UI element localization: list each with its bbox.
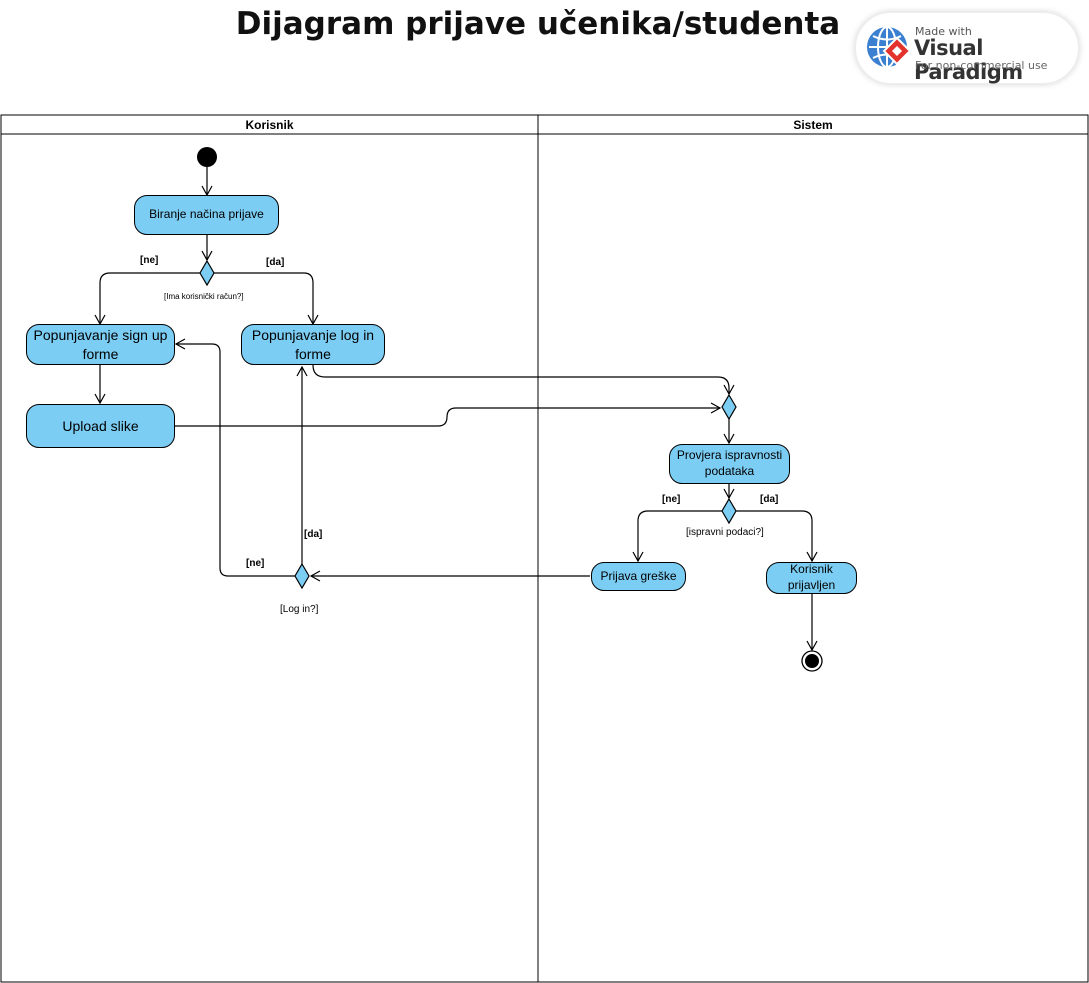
visual-paradigm-badge[interactable]: Made with Visual Paradigm For non-commer… — [855, 12, 1079, 84]
guard-login-no: [ne] — [246, 558, 265, 569]
decision-login — [294, 562, 310, 590]
activity-validate-data-label: Provjera ispravnosti podataka — [676, 448, 783, 478]
activity-upload-image-label: Upload slike — [62, 417, 139, 434]
initial-node — [197, 147, 217, 167]
guard-login-yes: [da] — [304, 529, 323, 540]
flow-has-account-to-login — [214, 272, 319, 326]
merge-node — [721, 393, 737, 421]
condition-login: [Log in?] — [280, 604, 319, 615]
badge-note: For non-commercial use — [915, 59, 1048, 72]
guard-has-account-no: [ne] — [140, 255, 159, 266]
guard-valid-no: [ne] — [662, 494, 681, 505]
flow-login-no-to-signup-form — [174, 338, 295, 577]
lane-header-korisnik: Korisnik — [245, 118, 294, 132]
condition-valid-data: [ispravni podaci?] — [686, 527, 764, 538]
condition-has-account: [Ima korisnički račun?] — [164, 292, 244, 301]
flow-no-account-to-signup — [94, 272, 200, 326]
flow-upload-to-merge — [175, 402, 722, 427]
activity-signup-form-label: Popunjavanje sign up forme — [33, 327, 168, 362]
activity-upload-image[interactable]: Upload slike — [26, 404, 175, 448]
activity-signup-form[interactable]: Popunjavanje sign up forme — [26, 324, 175, 365]
flow-valid-to-logged-in — [736, 510, 818, 563]
flow-invalid-to-error — [632, 510, 722, 563]
activity-error-login-label: Prijava greške — [600, 568, 677, 583]
swimlane-frame — [0, 114, 1089, 983]
flow-login-to-merge — [312, 364, 735, 396]
activity-login-form[interactable]: Popunjavanje log in forme — [241, 324, 385, 365]
diagram-title: Dijagram prijave učenika/studenta — [235, 6, 841, 42]
decision-has-account — [199, 259, 215, 287]
visual-paradigm-logo-icon — [867, 26, 911, 68]
activity-error-login[interactable]: Prijava greške — [591, 562, 686, 591]
activity-login-form-label: Popunjavanje log in forme — [251, 327, 375, 362]
activity-validate-data[interactable]: Provjera ispravnosti podataka — [669, 444, 790, 484]
activity-user-logged-in[interactable]: Korisnik prijavljen — [766, 562, 857, 594]
badge-made-with: Made with — [915, 25, 972, 38]
guard-valid-yes: [da] — [760, 494, 779, 505]
badge-brand: Visual Paradigm — [914, 36, 1023, 84]
activity-choose-method-label: Biranje načina prijave — [149, 207, 264, 222]
final-node — [801, 650, 823, 672]
decision-valid-data — [721, 497, 737, 525]
guard-has-account-yes: [da] — [266, 257, 285, 268]
lane-header-sistem: Sistem — [793, 118, 833, 132]
activity-user-logged-in-label: Korisnik prijavljen — [787, 562, 836, 592]
activity-choose-method[interactable]: Biranje načina prijave — [134, 195, 279, 235]
